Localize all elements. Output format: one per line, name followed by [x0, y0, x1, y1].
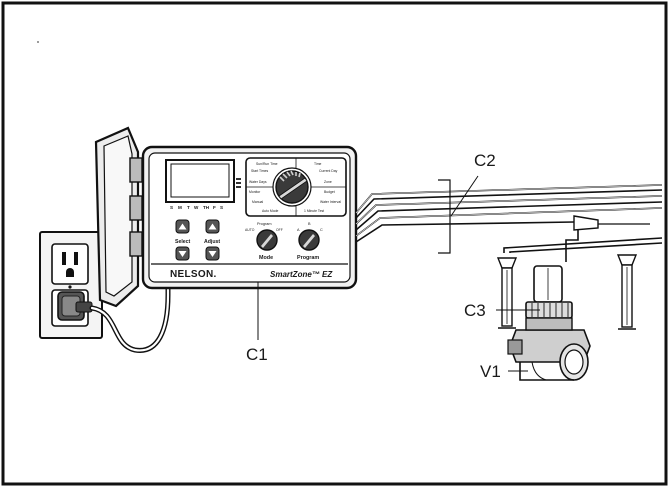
mode-knob-group: Program AUTO OFF Mode — [245, 222, 283, 261]
select-label: Select — [175, 239, 191, 245]
left-riser — [496, 257, 518, 329]
day-label: T — [187, 205, 190, 210]
wire-connector — [573, 215, 650, 231]
day-label: S — [170, 205, 173, 210]
knob-pointer-icon — [261, 234, 273, 248]
mode-top-label: Program — [257, 222, 272, 226]
day-labels: S M T W TH F S — [170, 205, 223, 210]
dial-label: Sun/Run Time — [256, 162, 278, 166]
lcd-display — [165, 159, 241, 203]
dial-label: Water Interval — [320, 200, 341, 204]
dial-label: Water Days — [249, 180, 267, 184]
dial-label: Current Day — [319, 169, 338, 173]
mode-auto-label: AUTO — [245, 228, 255, 232]
day-label: F — [213, 205, 216, 210]
c3-callout: C3 — [464, 301, 486, 320]
day-label: TH — [203, 205, 210, 210]
brand-logo: NELSON. — [170, 269, 217, 280]
function-dial-panel: Sun/Run Time Time Start Times Current Da… — [245, 157, 347, 217]
mode-label: Mode — [259, 255, 273, 261]
adjust-label: Adjust — [204, 239, 220, 245]
program-b-label: B — [308, 222, 311, 226]
dial-label: Time — [314, 162, 322, 166]
dial-label: Monitor — [249, 190, 261, 194]
arrow-down-icon — [208, 251, 217, 257]
c1-callout: C1 — [246, 345, 268, 364]
dial-label: Manual — [252, 200, 263, 204]
program-knob-group: B A C Program — [297, 222, 323, 261]
c2-leader — [450, 175, 479, 217]
wall-outlet — [39, 231, 103, 339]
select-buttons: Select — [175, 219, 191, 261]
program-label: Program — [297, 255, 319, 261]
power-plug — [57, 291, 93, 321]
day-label: M — [178, 205, 182, 210]
pipe-manifold — [503, 237, 663, 253]
mode-off-label: OFF — [276, 228, 283, 232]
dial-pointer-icon — [278, 177, 308, 200]
program-c-label: C — [320, 228, 323, 232]
adjust-buttons: Adjust — [204, 219, 220, 261]
model-name: SmartZone™ EZ — [270, 270, 333, 279]
day-label: W — [194, 205, 199, 210]
right-riser — [616, 254, 638, 330]
c2-bracket — [438, 179, 451, 254]
controller-door — [94, 126, 143, 308]
program-a-label: A — [297, 228, 300, 232]
dial-label: Zone — [324, 180, 332, 184]
arrow-up-icon — [178, 223, 187, 230]
arrow-up-icon — [208, 223, 217, 230]
dial-label: Budget — [324, 190, 335, 194]
day-label: S — [220, 205, 223, 210]
knob-pointer-icon — [303, 234, 315, 248]
c2-callout: C2 — [474, 151, 496, 170]
dial-label: 1 Minute Test — [304, 209, 324, 213]
v1-callout: V1 — [480, 362, 501, 381]
valve — [507, 265, 591, 381]
dial-label: Start Times — [251, 169, 268, 173]
arrow-down-icon — [178, 251, 187, 257]
dial-label: Auto Mode — [262, 209, 279, 213]
speck — [37, 41, 39, 43]
